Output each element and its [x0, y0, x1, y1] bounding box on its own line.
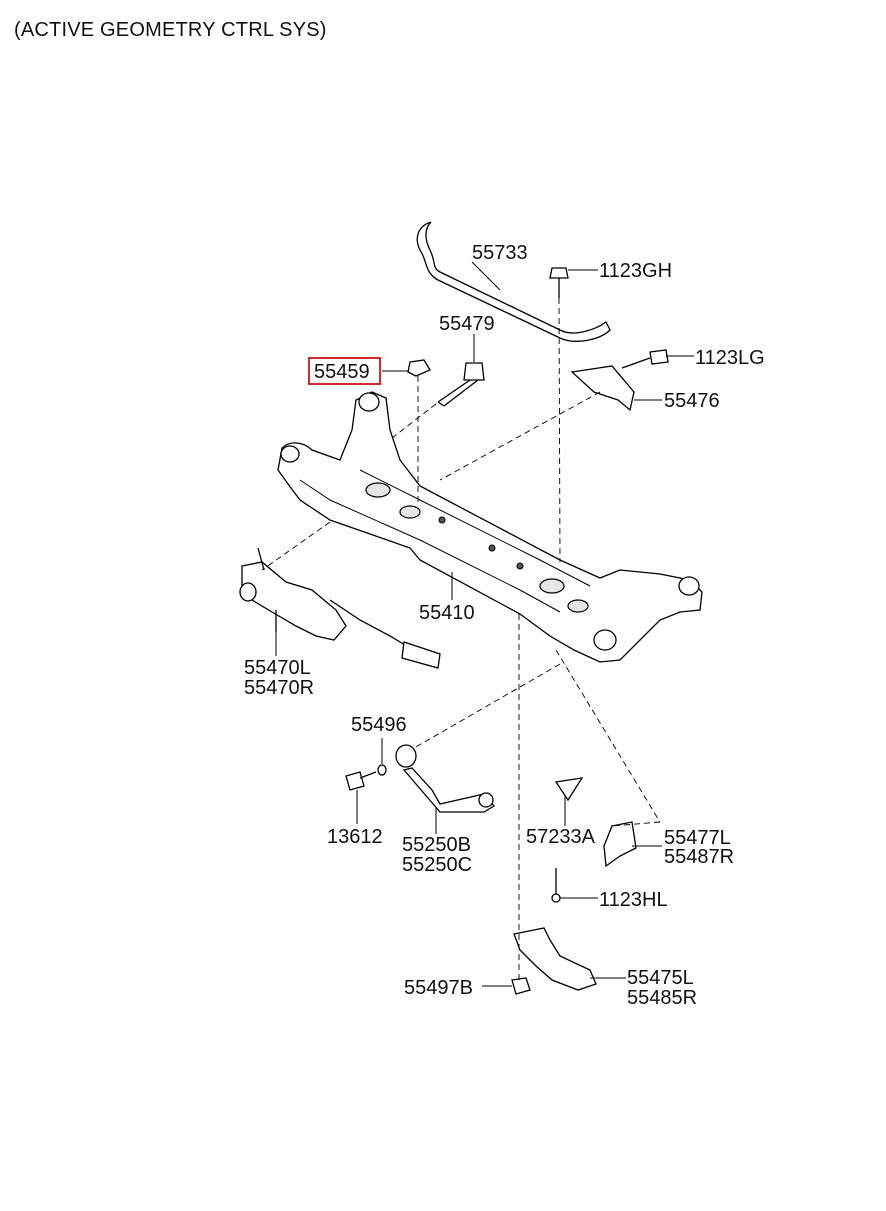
label-55479[interactable]: 55479 [439, 313, 495, 335]
leader-lines [275, 261, 694, 987]
cover-55475 [513, 927, 597, 991]
label-55410[interactable]: 55410 [419, 602, 475, 624]
bolt-55479 [437, 362, 485, 407]
label-1123gh[interactable]: 1123GH [599, 260, 673, 282]
highlight-box [308, 357, 381, 385]
bracket-55476 [570, 365, 635, 412]
label-55459[interactable]: 55459 [314, 361, 370, 383]
label-55476[interactable]: 55476 [664, 390, 720, 412]
label-1123lg[interactable]: 1123LG [695, 347, 765, 369]
label-55477l[interactable]: 55477L [664, 827, 731, 849]
label-57233a[interactable]: 57233A [526, 826, 595, 848]
label-13612[interactable]: 13612 [327, 826, 383, 848]
label-55470l[interactable]: 55470L [244, 657, 311, 679]
bolt-1123hl [551, 868, 561, 903]
label-55470r[interactable]: 55470R [244, 677, 315, 699]
bolt-13612 [345, 771, 377, 791]
actuator-55470 [239, 547, 441, 669]
bracket-55477 [603, 821, 637, 868]
label-55475l[interactable]: 55475L [627, 967, 694, 989]
label-55496[interactable]: 55496 [351, 714, 407, 736]
bolt-1123lg [621, 349, 669, 369]
washer-55496 [377, 764, 387, 776]
nut-55497b [511, 977, 531, 995]
crossmember-55410 [277, 391, 703, 663]
label-55497b[interactable]: 55497B [404, 977, 473, 999]
clip-57233a [554, 777, 584, 802]
diagram-title: (ACTIVE GEOMETRY CTRL SYS) [14, 19, 327, 41]
nut-55459 [407, 359, 431, 377]
label-55485r[interactable]: 55485R [627, 987, 698, 1009]
stabilizer-bar [416, 221, 611, 342]
label-55250c[interactable]: 55250C [402, 854, 473, 876]
link-55250 [395, 744, 495, 813]
dash-lines [261, 297, 661, 980]
label-1123hl[interactable]: 1123HL [599, 889, 668, 911]
label-55733[interactable]: 55733 [472, 242, 528, 264]
bolt-1123gh [549, 267, 569, 298]
label-55487r[interactable]: 55487R [664, 846, 735, 868]
label-55250b[interactable]: 55250B [402, 834, 471, 856]
